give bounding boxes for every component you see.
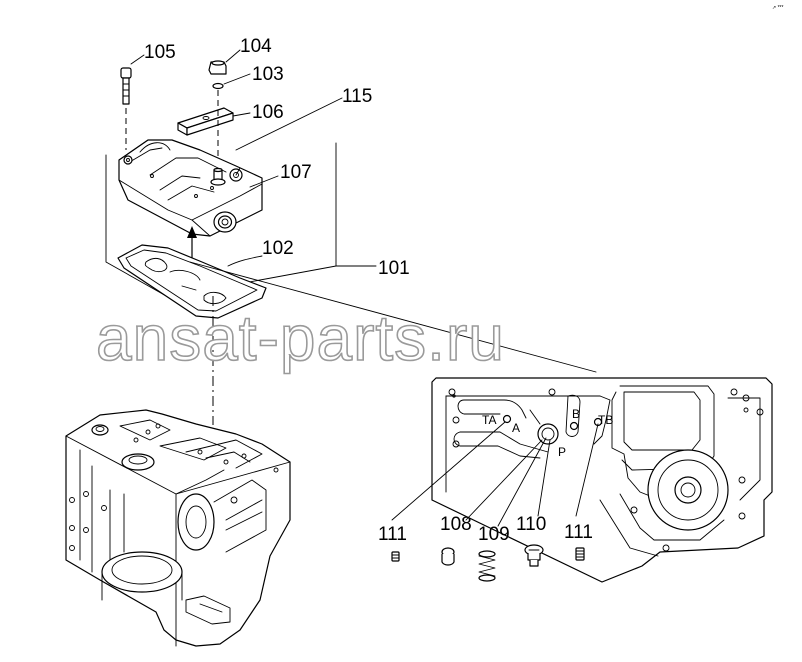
leader-105 bbox=[130, 54, 145, 65]
callout-107: 107 bbox=[280, 162, 312, 183]
callout-111-right: 111 bbox=[564, 522, 593, 543]
port-label-ta: TA bbox=[482, 413, 496, 427]
callout-102: 102 bbox=[262, 238, 294, 259]
leader-107 bbox=[249, 175, 279, 188]
callout-108: 108 bbox=[440, 514, 472, 535]
valve-plate-detail: TA A B TB P bbox=[431, 377, 773, 583]
callout-109: 109 bbox=[478, 524, 510, 545]
plug-110 bbox=[524, 544, 544, 567]
port-label-p: P bbox=[558, 445, 566, 459]
callout-111-left: 111 bbox=[378, 524, 407, 545]
callout-106: 106 bbox=[252, 102, 284, 123]
callout-103: 103 bbox=[252, 64, 284, 85]
port-label-a: A bbox=[512, 421, 520, 435]
gasket-102 bbox=[117, 244, 267, 319]
leader-115 bbox=[235, 97, 343, 151]
spring-109 bbox=[478, 550, 496, 582]
washer-103 bbox=[212, 82, 224, 90]
leader-104 bbox=[225, 49, 241, 63]
bolt-105 bbox=[120, 67, 132, 105]
plug-111-right bbox=[575, 547, 585, 561]
callout-105: 105 bbox=[144, 42, 176, 63]
callout-104: 104 bbox=[240, 36, 272, 57]
valve-body-107 bbox=[118, 139, 263, 237]
valve-cover-assembly bbox=[105, 49, 597, 373]
leader-107-knob bbox=[235, 167, 241, 176]
port-label-tb: TB bbox=[598, 413, 613, 427]
leader-102 bbox=[227, 255, 263, 267]
watermark: ansat-parts.ru bbox=[96, 302, 505, 374]
transmission-housing bbox=[65, 409, 291, 647]
port-label-b: B bbox=[572, 407, 580, 421]
detail-leader bbox=[189, 261, 597, 373]
nut-104 bbox=[208, 60, 227, 75]
callout-101: 101 bbox=[378, 258, 410, 279]
plate-106 bbox=[177, 107, 234, 136]
corner-mark: ↗ *** bbox=[772, 5, 783, 11]
callout-115: 115 bbox=[342, 86, 372, 107]
leader-103 bbox=[223, 73, 251, 85]
small-parts-row bbox=[391, 544, 585, 582]
arrow-head bbox=[187, 226, 197, 238]
callout-110: 110 bbox=[516, 514, 546, 535]
plug-111-left bbox=[391, 551, 400, 562]
ball-108 bbox=[441, 547, 455, 566]
detail-leaders bbox=[391, 421, 599, 527]
leader-106 bbox=[232, 112, 251, 117]
callout-labels: 105 104 103 115 106 107 102 101 111 108 … bbox=[144, 36, 593, 545]
